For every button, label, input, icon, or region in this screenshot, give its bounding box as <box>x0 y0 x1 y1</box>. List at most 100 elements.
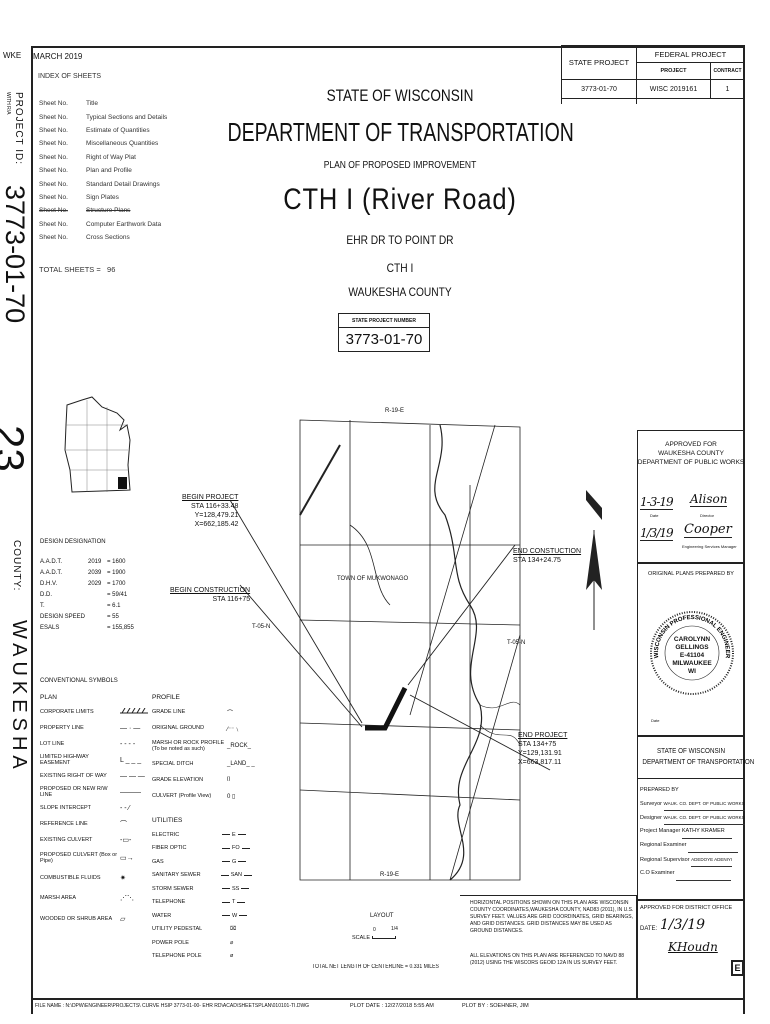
plan-symbol-label: EXISTING RIGHT OF WAY <box>40 773 107 779</box>
north-arrow-icon <box>586 490 602 630</box>
profile-symbol-row: GRADE ELEVATION⌷ <box>152 772 262 788</box>
designer-label: Designer <box>640 815 663 821</box>
state-title: STATE OF WISCONSIN <box>326 86 474 105</box>
approval-block: APPROVED FOR WAUKESHA COUNTY DEPARTMENT … <box>637 440 745 467</box>
plan-symbol-label: EXISTING CULVERT <box>40 837 93 843</box>
profile-symbol-icon: ⁄⁻⁻﹨ <box>227 726 241 733</box>
plan-symbol-row: WOODED OR SHRUB AREA▱ <box>40 908 150 930</box>
divider <box>637 735 745 737</box>
sheet-no: Sheet No. <box>39 193 68 201</box>
bottom-rule <box>33 998 745 1000</box>
net-length: TOTAL NET LENGTH OF CENTERLINE = 0.331 M… <box>312 964 439 970</box>
design-row: D.H.V.2029= 1700 <box>40 578 160 589</box>
total-sheets-label: TOTAL SHEETS = <box>39 265 101 274</box>
sheet-title: Sign Plates <box>86 193 119 201</box>
index-row: Sheet No.Cross Sections <box>39 231 189 244</box>
layout-label: LAYOUT <box>370 913 394 919</box>
project-alignment <box>365 686 408 731</box>
profile-symbol-row: SPECIAL DITCH_LAND_ _ <box>152 756 262 772</box>
divider <box>637 778 745 779</box>
wisconsin-state-map <box>64 396 131 493</box>
line-segment <box>238 861 247 863</box>
utility-label: POWER POLE <box>152 939 189 946</box>
regional-examiner-label: Regional Examiner <box>640 842 687 848</box>
design-v: = 55 <box>107 613 119 620</box>
begin-project-line: Y=128,479.21 <box>194 512 239 519</box>
dept-block: STATE OF WISCONSIN DEPARTMENT OF TRANSPO… <box>642 746 754 768</box>
divider <box>637 899 745 901</box>
design-v: = 1600 <box>107 558 126 565</box>
design-k: T. <box>40 602 45 609</box>
index-row: Sheet No.Title <box>39 97 189 110</box>
sheet-number: 23 <box>0 425 33 472</box>
line-segment <box>222 915 230 917</box>
total-sheets-value: 96 <box>107 265 116 274</box>
utility-code: G <box>232 858 237 865</box>
engineer-state: WI <box>688 668 696 675</box>
plan-symbol-icon: ⌒ <box>120 821 127 828</box>
sheet-no: Sheet No. <box>39 113 68 121</box>
utility-label: TELEPHONE POLE <box>152 953 202 960</box>
sheet-title: Structure Plans <box>86 207 131 215</box>
utility-symbol: FO <box>222 845 250 851</box>
divider <box>636 895 637 1000</box>
profile-symbol-row: CULVERT (Profile View)0 ▯ <box>152 788 262 804</box>
plan-symbol-icon: ⋰⋱ <box>120 895 134 902</box>
plan-symbol-icon <box>120 707 148 716</box>
design-k: D.H.V. <box>40 580 58 587</box>
file-name: FILE NAME : N:\DPW\ENGINEER\PROJECTS\ CU… <box>35 1003 310 1009</box>
plan-symbol-label: MARSH AREA <box>40 895 77 901</box>
line-segment <box>237 834 246 836</box>
design-k: A.A.D.T. <box>40 558 63 565</box>
plan-symbol-icon: ▱ <box>120 916 126 923</box>
sheet-no: Sheet No. <box>39 153 68 161</box>
profile-symbol-row: ORIGINAL GROUND ⁄⁻⁻﹨ <box>152 720 262 736</box>
conventional-symbols-title: CONVENTIONAL SYMBOLS <box>40 678 118 684</box>
line-segment <box>241 888 250 890</box>
state-project-header: STATE PROJECT <box>561 45 637 80</box>
approval-date-1: 1-3-19 <box>640 495 674 510</box>
county-title: WAUKESHA COUNTY <box>348 285 452 299</box>
plan-symbol-row: MARSH AREA ⋰⋱ <box>40 888 150 908</box>
plan-symbol-icon: ▭→ <box>120 855 134 862</box>
route: CTH I <box>386 261 414 275</box>
project-value: WISC 2019161 <box>636 79 711 99</box>
index-row: Sheet No. Typical Sections and Details <box>39 110 189 123</box>
line-segment <box>244 874 252 876</box>
sheet-title: Title <box>86 100 99 108</box>
dept-title: DEPARTMENT OF TRANSPORTATION <box>227 117 574 147</box>
scale-label: SCALE <box>352 935 371 941</box>
plan-symbol-label: PROPOSED OR NEW R/W LINE <box>40 786 108 798</box>
divider <box>637 562 745 564</box>
design-k: D.D. <box>40 591 52 598</box>
end-construction-line: END CONSTUCTION <box>513 548 582 555</box>
utility-row: UTILITY PEDESTAL⌧ <box>152 923 252 937</box>
sheet-letter: E <box>731 960 744 976</box>
design-v: = 1700 <box>107 580 126 587</box>
profile-symbol-label: MARSH OR ROCK PROFILE (To be noted as su… <box>152 740 225 752</box>
engineer-first-name: CAROLYNN <box>673 636 711 643</box>
utility-symbol: G <box>222 858 247 865</box>
plan-title: PLAN OF PROPOSED IMPROVEMENT <box>323 160 477 171</box>
horizontal-note: HORIZONTAL POSITIONS SHOWN ON THIS PLAN … <box>470 900 634 934</box>
index-title: INDEX OF SHEETS <box>38 73 102 80</box>
begin-project-line: X=662,185.42 <box>194 521 239 528</box>
design-v: = 6.1 <box>107 602 121 609</box>
index-row: Sheet No.Computer Earthwork Data <box>39 218 189 231</box>
line-segment <box>220 874 229 876</box>
approval-date-2: 1/3/19 <box>640 526 674 541</box>
profile-symbol-icon: ⌒ <box>227 710 234 717</box>
utility-label: UTILITY PEDESTAL <box>152 926 203 933</box>
sheet-title: Typical Sections and Details <box>86 113 168 121</box>
divider <box>561 99 562 104</box>
scale-end: 1/4 <box>391 926 398 932</box>
profile-symbol-label: ORIGINAL GROUND <box>152 725 205 731</box>
line-segment <box>241 847 250 849</box>
utility-label: TELEPHONE <box>152 899 186 906</box>
